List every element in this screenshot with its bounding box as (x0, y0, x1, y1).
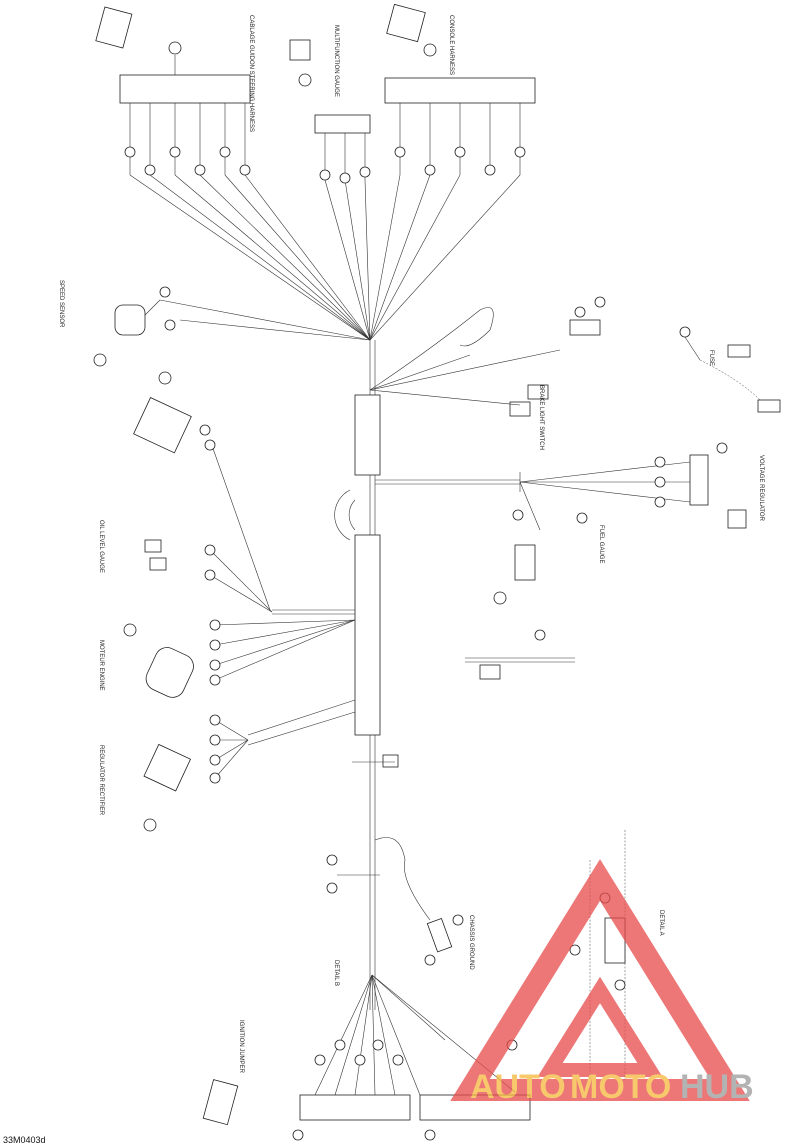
regulator-label: REGULATOR RECTIFIER (98, 745, 104, 816)
oil-level-label: OIL LEVEL GAUGE (98, 520, 104, 573)
detail-a-label: DETAIL A (658, 910, 664, 936)
bracket-mid-right (465, 629, 575, 680)
speed-sensor (93, 286, 371, 367)
speed-sensor-label: SPEED SENSOR (58, 280, 64, 328)
multifunction-gauge-connector (289, 39, 371, 184)
bottom-callout-left (292, 1129, 304, 1141)
oil-level-gauge (144, 539, 273, 613)
fuel-gauge-label: FUEL GAUGE (598, 525, 604, 563)
main-harness-trunk (247, 340, 521, 1010)
chassis-label: CHASSIS GROUND (468, 915, 474, 970)
ignition-jumper (202, 1079, 239, 1126)
top-fanout-wires (129, 174, 521, 341)
fuel-gauge (493, 442, 747, 605)
regulator-rectifier (143, 714, 249, 832)
console-label: CONSOLE HARNESS (448, 15, 454, 75)
ignition-label: IGNITION JUMPER (238, 1020, 244, 1074)
brake-light-switch (369, 296, 606, 417)
console-connector (384, 3, 536, 176)
fuse (679, 326, 781, 413)
figure-reference: 33M0403d (3, 1135, 46, 1145)
engine-label: MOTEUR ENGINE (98, 640, 104, 691)
trunk-small-connector (382, 754, 399, 768)
brake-light-label: BRAKE LIGHT SWITCH (538, 385, 544, 450)
voltage-label: VOLTAGE REGULATOR (758, 455, 764, 522)
engine-connector (123, 619, 356, 698)
harness-sleeve-middle (354, 534, 381, 736)
bottom-connector-left (299, 1094, 411, 1121)
multifunction-gauge-label: MULTIFUNCTION GAUGE (333, 25, 339, 97)
fuse-label: FUSE (708, 350, 714, 366)
steering-label: CABLAGE GUIDON STEERING HARNESS (248, 15, 254, 132)
bottom-callout-right (424, 1129, 436, 1141)
watermark: AUTO MOTO HUB (450, 859, 754, 1106)
harness-sleeve-upper (354, 394, 381, 476)
watermark-hub: HUB (680, 1068, 754, 1106)
watermark-auto: AUTO (470, 1068, 566, 1106)
watermark-moto: MOTO (570, 1068, 671, 1106)
ignition-connector (133, 371, 271, 611)
chassis-ground (326, 837, 464, 966)
steering-connector (95, 6, 251, 176)
detail-b-label: DETAIL B (333, 960, 339, 986)
bottom-fanout-wires (314, 974, 518, 1096)
